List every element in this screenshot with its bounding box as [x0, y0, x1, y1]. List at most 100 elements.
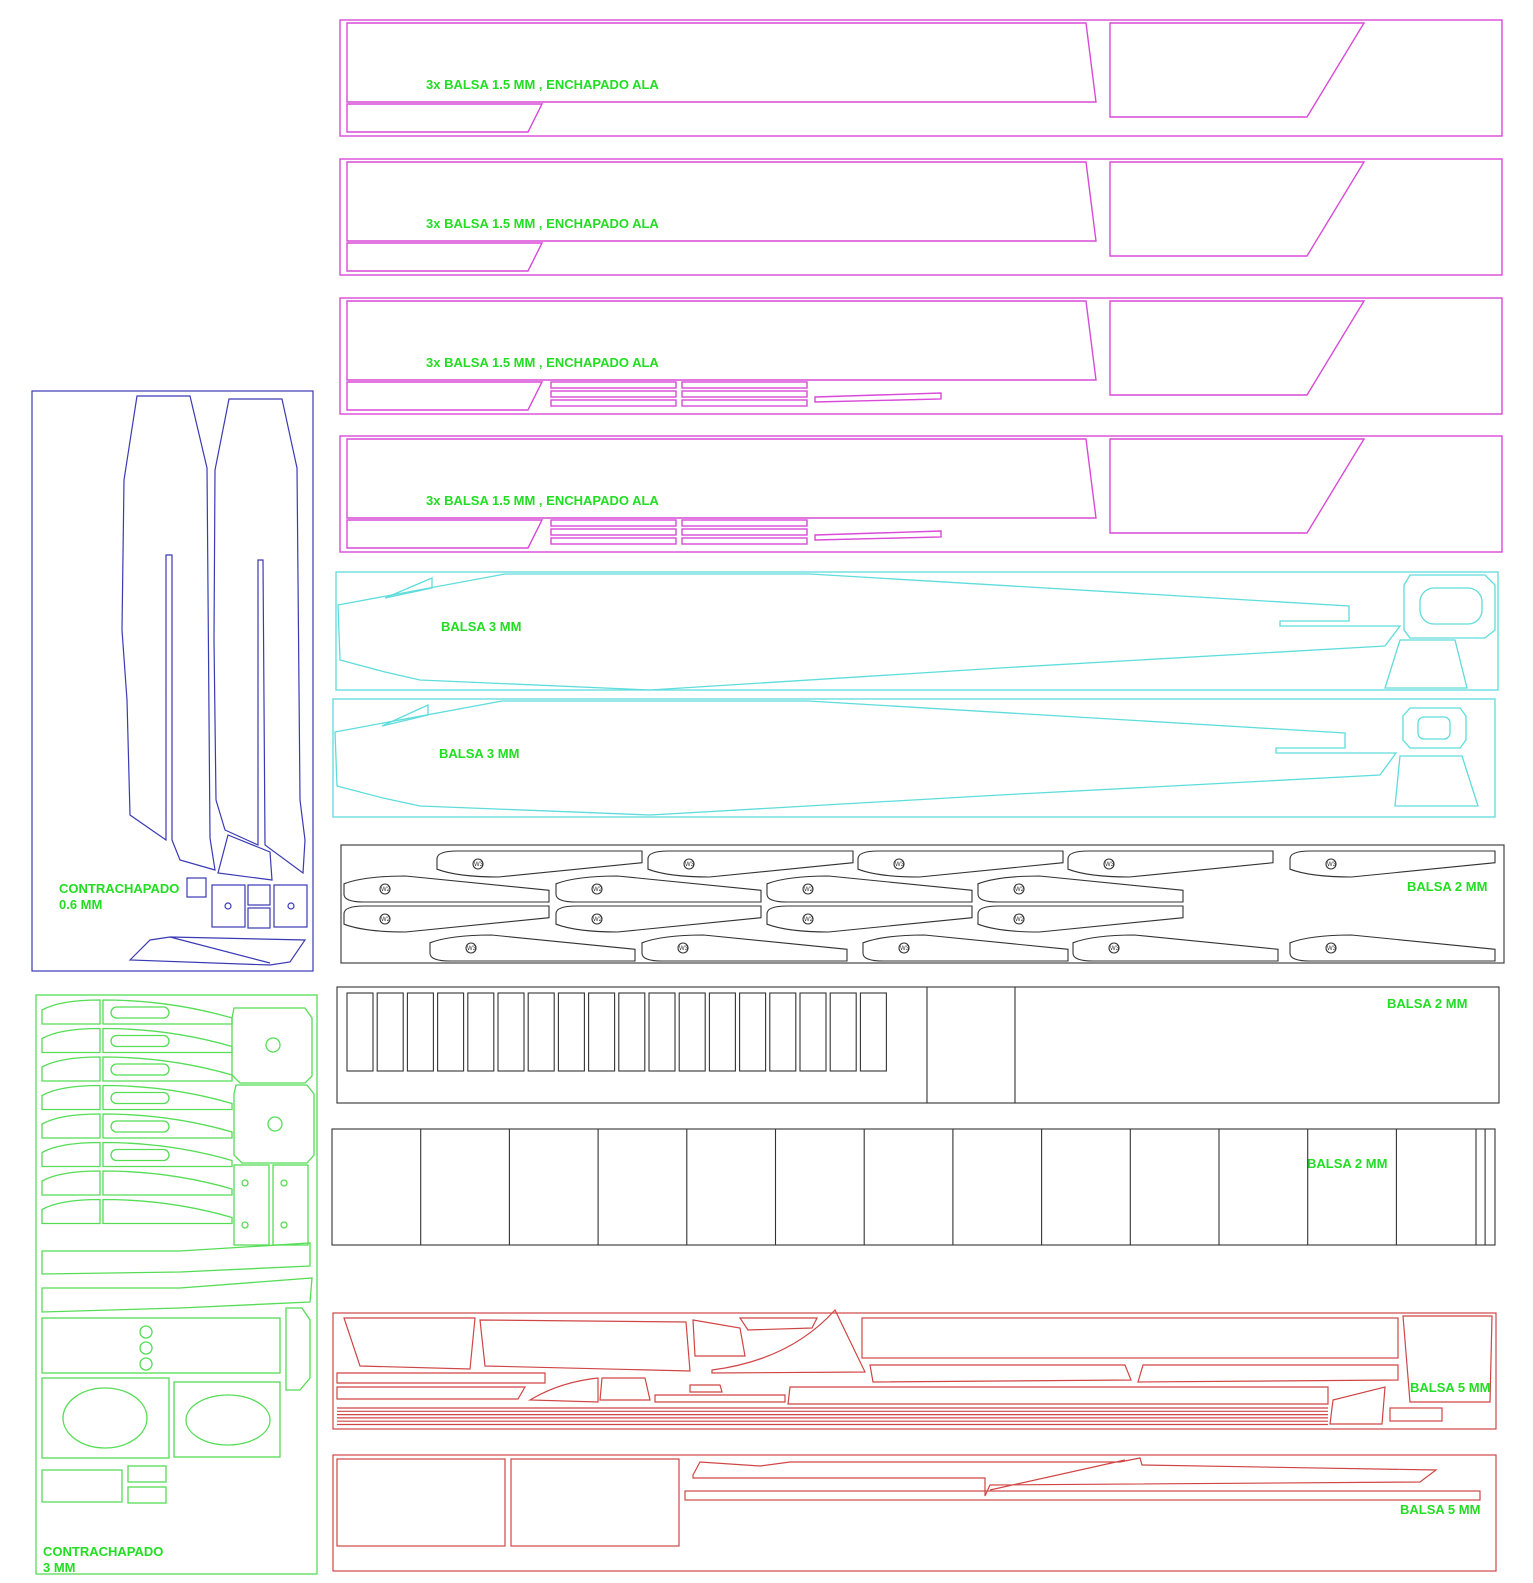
- sheet-label-line1: CONTRACHAPADO: [43, 1544, 163, 1559]
- rib-tail: [102, 1084, 233, 1111]
- wing-rib: W3: [641, 934, 848, 962]
- rib-blank: [829, 992, 857, 1072]
- sheet-label: BALSA 2 MM: [1307, 1156, 1387, 1171]
- veneer-sheets: 3x BALSA 1.5 MM , ENCHAPADO ALA 3x BALSA …: [339, 19, 1503, 553]
- fuselage-sheet-2: BALSA 3 MM: [332, 698, 1496, 818]
- wing-rib: W2: [766, 905, 973, 933]
- plywood-thin-sheet: CONTRACHAPADO 0.6 MM: [31, 390, 314, 972]
- rib-tail: [102, 1056, 233, 1082]
- sheet-label: 3x BALSA 1.5 MM , ENCHAPADO ALA: [426, 355, 659, 370]
- wing-rib: W3: [436, 850, 643, 878]
- rib-nose: [41, 1027, 101, 1054]
- rib-nose: [41, 1056, 101, 1082]
- sheet-label: BALSA 2 MM: [1407, 879, 1487, 894]
- rib-blank: [648, 992, 676, 1072]
- rib-tag: W3: [1110, 946, 1120, 952]
- rib-tag: W3: [679, 946, 689, 952]
- rib-tag: W3: [467, 946, 477, 952]
- rib-blank: [739, 992, 767, 1072]
- wing-rib: W2: [977, 875, 1184, 903]
- rib-blank: [618, 992, 646, 1072]
- rib-blank: [497, 992, 525, 1072]
- rib-tag: W2: [381, 917, 391, 923]
- veneer-sheet: 3x BALSA 1.5 MM , ENCHAPADO ALA: [339, 19, 1503, 137]
- rib-blank: [346, 992, 374, 1072]
- wing-rib: W3: [1289, 850, 1496, 878]
- rib-blank: [376, 992, 404, 1072]
- rib-blank: [467, 992, 495, 1072]
- sheet-label-line2: 0.6 MM: [59, 897, 102, 912]
- balsa-5mm-sheet-b: BALSA 5 MM: [332, 1454, 1497, 1572]
- sheet-label: BALSA 5 MM: [1400, 1502, 1480, 1517]
- rib-tag: W3: [895, 862, 905, 868]
- wing-rib: W3: [647, 850, 854, 878]
- wing-rib: W2: [555, 875, 762, 903]
- rib-tail: [102, 1170, 233, 1196]
- rib-tag: W2: [1015, 917, 1025, 923]
- rib-blank: [437, 992, 465, 1072]
- rib-tag: W2: [593, 887, 603, 893]
- rib-tag: W3: [1105, 862, 1115, 868]
- rib-blank: [527, 992, 555, 1072]
- rib-nose: [41, 1141, 101, 1168]
- rib-tail: [102, 999, 233, 1025]
- sheet-label: BALSA 3 MM: [441, 619, 521, 634]
- veneer-sheet: 3x BALSA 1.5 MM , ENCHAPADO ALA: [339, 435, 1503, 553]
- rib-tail: [102, 1198, 233, 1225]
- rib-tag: W3: [474, 862, 484, 868]
- wing-rib: W2: [343, 905, 550, 933]
- sheet-label: 3x BALSA 1.5 MM , ENCHAPADO ALA: [426, 77, 659, 92]
- sheet-label: 3x BALSA 1.5 MM , ENCHAPADO ALA: [426, 216, 659, 231]
- rib-blank: [769, 992, 797, 1072]
- rib-tag: W3: [685, 862, 695, 868]
- wing-rib: W2: [977, 905, 1184, 933]
- wing-rib: W3: [429, 934, 636, 962]
- veneer-sheet: 3x BALSA 1.5 MM , ENCHAPADO ALA: [339, 158, 1503, 276]
- balsa-5mm-sheet-a: BALSA 5 MM: [332, 1308, 1497, 1430]
- rib-tag: W2: [381, 887, 391, 893]
- rib-tag: W3: [900, 946, 910, 952]
- fuselage-sheet-1: BALSA 3 MM: [335, 571, 1499, 691]
- wing-rib: W3: [1289, 934, 1496, 962]
- rib-tail: [102, 1113, 233, 1139]
- rib-tag: W2: [804, 887, 814, 893]
- rib-blank: [708, 992, 736, 1072]
- rib-blank: [557, 992, 585, 1072]
- rib-tag: W2: [1015, 887, 1025, 893]
- wing-rib: W3: [857, 850, 1064, 878]
- rib-blank: [678, 992, 706, 1072]
- rib-blank: [859, 992, 887, 1072]
- rib-tag: W3: [1327, 862, 1337, 868]
- wing-rib: W2: [555, 905, 762, 933]
- sheet-label: BALSA 3 MM: [439, 746, 519, 761]
- sheet-label: BALSA 2 MM: [1387, 996, 1467, 1011]
- sheet-label-line1: CONTRACHAPADO: [59, 881, 179, 896]
- rib-nose: [41, 1084, 101, 1111]
- wing-rib: W2: [766, 875, 973, 903]
- rib-tail: [102, 1141, 233, 1168]
- rib-nose: [41, 1198, 101, 1225]
- wing-rib: W2: [343, 875, 550, 903]
- rib-tag: W2: [593, 917, 603, 923]
- rib-tag: W3: [1327, 946, 1337, 952]
- veneer-sheet: 3x BALSA 1.5 MM , ENCHAPADO ALA: [339, 297, 1503, 415]
- rib-nose: [41, 999, 101, 1025]
- rib-blank: [588, 992, 616, 1072]
- rib-tag: W2: [804, 917, 814, 923]
- rib-nose: [41, 1113, 101, 1139]
- rib-nose: [41, 1170, 101, 1196]
- plywood-3mm-sheet: CONTRACHAPADO 3 MM: [35, 994, 318, 1575]
- balsa-2mm-sheet-b: BALSA 2 MM: [331, 1128, 1496, 1246]
- balsa-2mm-sheet-a: BALSA 2 MM: [336, 986, 1500, 1104]
- sheet-label-line2: 3 MM: [43, 1560, 76, 1575]
- wing-rib: W3: [1067, 850, 1274, 878]
- rib-blank: [406, 992, 434, 1072]
- sheet-label: BALSA 5 MM: [1410, 1380, 1490, 1395]
- rib-tail: [102, 1027, 233, 1054]
- wing-rib: W3: [862, 934, 1069, 962]
- rib-blank: [799, 992, 827, 1072]
- sheet-label: 3x BALSA 1.5 MM , ENCHAPADO ALA: [426, 493, 659, 508]
